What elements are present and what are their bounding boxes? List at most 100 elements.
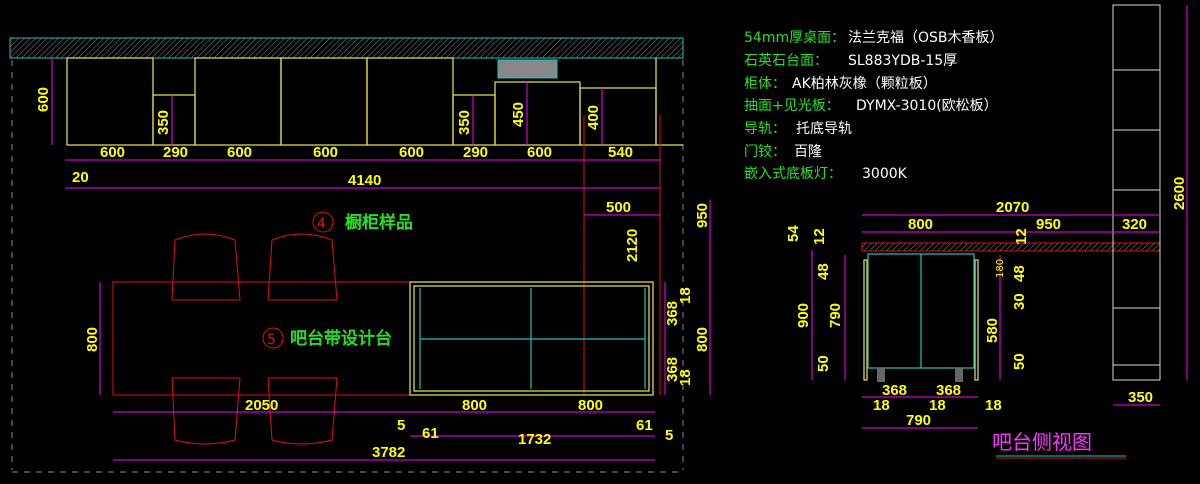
- chair: [171, 233, 241, 301]
- range-hood: [497, 59, 558, 79]
- dim-950: 950: [694, 203, 711, 228]
- chair: [171, 377, 241, 445]
- dim-61: 61: [422, 425, 439, 442]
- dim-790: 790: [827, 303, 844, 328]
- dim-12: 12: [811, 228, 828, 245]
- chairs: [171, 233, 338, 445]
- dim-18: 18: [677, 369, 694, 386]
- dim-2120: 2120: [624, 229, 641, 262]
- dim-350-height: 350: [456, 110, 473, 135]
- plan-dimensions: 500 2120 950 800 800 368 368 18 18 2050 …: [84, 199, 711, 461]
- svg-text:石英石台面：: 石英石台面：: [744, 52, 828, 69]
- dim-350: 350: [1128, 389, 1153, 406]
- spec-row: 抽面+见光板： DYMX-3010(欧松板）: [744, 98, 998, 114]
- plan-view: 4 橱柜样品 5 吧台带设计台 500 2120 950 800 800 368…: [84, 199, 711, 461]
- spec-row: 石英石台面： SL883YDB-15厚: [744, 52, 957, 69]
- ceiling-hatch: [9, 37, 684, 59]
- dim-total: 4140: [348, 172, 381, 189]
- dim-800: 800: [578, 397, 603, 414]
- side-dimensions: 2070 800 950 320 54 12 12 48 900 790 50 …: [785, 5, 1188, 429]
- dim-50: 50: [1011, 353, 1028, 370]
- dim-2050: 2050: [245, 397, 278, 414]
- svg-text:SL883YDB-15厚: SL883YDB-15厚: [848, 53, 957, 69]
- dim-800-depth: 800: [694, 327, 711, 352]
- spec-row: 导轨： 托底导轨: [744, 121, 852, 137]
- svg-text:嵌入式底板灯：: 嵌入式底板灯：: [744, 166, 842, 182]
- elevation-dimensions: 600 350 350 450 400 600 290 600 600 600 …: [35, 58, 661, 395]
- svg-text:门铰：: 门铰：: [744, 144, 786, 160]
- svg-text:DYMX-3010(欧松板）: DYMX-3010(欧松板）: [856, 98, 998, 114]
- dim-800: 800: [908, 216, 933, 233]
- dim-450-height: 450: [510, 102, 527, 127]
- dim-1732: 1732: [518, 431, 551, 448]
- countertop: [861, 242, 1161, 252]
- dim-5: 5: [397, 417, 405, 434]
- dim-368: 368: [882, 382, 907, 399]
- callout-circle: [262, 327, 284, 349]
- dim-580: 580: [984, 318, 1001, 343]
- dim-width: 600: [100, 144, 125, 161]
- dim-180: 180: [995, 259, 1006, 278]
- svg-text:AK柏林灰橡（颗粒板）: AK柏林灰橡（颗粒板）: [792, 76, 937, 92]
- dim-368: 368: [936, 382, 961, 399]
- dim-30: 30: [1011, 293, 1028, 310]
- label-cabinet-sample: 橱柜样品: [345, 212, 413, 233]
- dim-offset: 20: [72, 169, 89, 186]
- svg-text:3000K: 3000K: [862, 166, 908, 182]
- dim-50: 50: [815, 355, 832, 372]
- material-specs: 54mm厚桌面：法兰克福（OSB木香板） 石英石台面：SL883YDB-15厚 …: [744, 30, 1004, 182]
- dim-2600: 2600: [1171, 177, 1188, 210]
- dim-400-height: 400: [585, 105, 602, 130]
- svg-text:抽面+见光板：: 抽面+见光板：: [744, 98, 840, 114]
- dim-368: 368: [664, 357, 681, 382]
- dim-18: 18: [929, 397, 946, 414]
- dim-18: 18: [873, 397, 890, 414]
- dim-12: 12: [1013, 228, 1030, 245]
- dim-320: 320: [1122, 216, 1147, 233]
- dim-2070: 2070: [996, 199, 1029, 216]
- callout-circle: [312, 211, 334, 233]
- cabinet: [366, 57, 454, 146]
- dim-width: 290: [163, 144, 188, 161]
- dim-width: 600: [399, 144, 424, 161]
- dim-width: 600: [313, 144, 338, 161]
- dim-18: 18: [985, 397, 1002, 414]
- wall-cabinets: [66, 57, 683, 146]
- dim-width: 540: [608, 144, 633, 161]
- cabinet: [494, 81, 581, 146]
- side-view-title: 吧台侧视图: [992, 430, 1092, 454]
- bar-cabinet: [409, 281, 654, 396]
- dim-3782: 3782: [372, 444, 405, 461]
- svg-text:导轨：: 导轨：: [744, 121, 786, 137]
- dim-48: 48: [815, 263, 832, 280]
- label-bar-design-table: 吧台带设计台: [290, 328, 392, 349]
- dim-800: 800: [462, 397, 487, 414]
- side-view: 2070 800 950 320 54 12 12 48 900 790 50 …: [785, 4, 1188, 459]
- svg-text:柜体：: 柜体：: [744, 76, 786, 92]
- chair: [267, 233, 338, 301]
- tall-cabinet: [1112, 4, 1161, 381]
- elevation-view: 600 350 350 450 400 600 290 600 600 600 …: [9, 37, 684, 473]
- cabinet: [66, 57, 154, 146]
- dim-500: 500: [606, 199, 631, 216]
- callout-number: 5: [267, 332, 276, 348]
- cabinet: [280, 57, 368, 146]
- dim-61: 61: [636, 417, 653, 434]
- spec-row: 嵌入式底板灯： 3000K: [744, 166, 908, 182]
- dim-48: 48: [1011, 265, 1028, 282]
- dim-width: 600: [227, 144, 252, 161]
- dim-width: 290: [463, 144, 488, 161]
- svg-text:法兰克福（OSB木香板）: 法兰克福（OSB木香板）: [848, 30, 1004, 46]
- dim-18: 18: [677, 287, 694, 304]
- dim-width: 600: [527, 144, 552, 161]
- dim-5: 5: [665, 427, 673, 444]
- svg-text:54mm厚桌面：: 54mm厚桌面：: [744, 30, 845, 46]
- svg-text:托底导轨: 托底导轨: [796, 121, 852, 137]
- cabinet: [194, 57, 282, 146]
- dim-54: 54: [785, 225, 802, 242]
- dim-950: 950: [1036, 216, 1061, 233]
- chair: [267, 377, 338, 445]
- callout-number: 4: [317, 216, 326, 232]
- dim-790: 790: [906, 412, 931, 429]
